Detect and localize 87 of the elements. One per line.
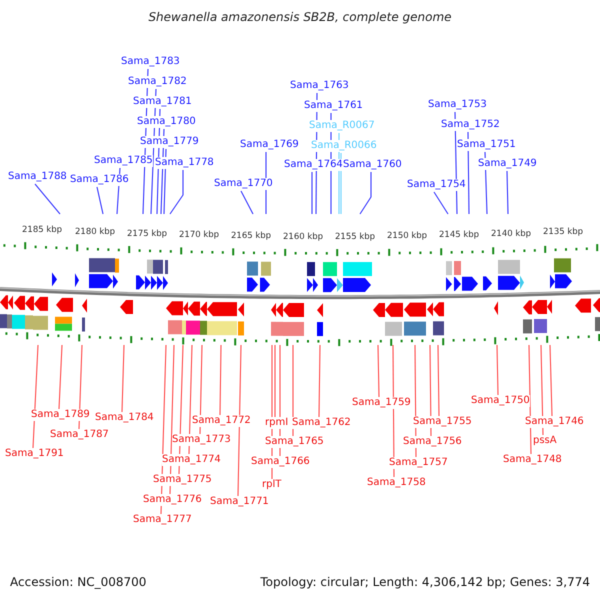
gene-label: Sama_1753	[428, 99, 487, 111]
scale-label: 2165 kbp	[231, 231, 272, 241]
gene-label: Sama_1779	[140, 136, 199, 148]
leader-line	[292, 345, 294, 436]
gene-label: Sama_R0067	[309, 120, 375, 132]
gene-label: pssA	[533, 435, 557, 447]
gene-label: Sama_1760	[343, 159, 402, 171]
scale-label: 2180 kbp	[75, 227, 116, 237]
leader-line	[34, 184, 60, 214]
leader-line	[318, 345, 321, 417]
leader-line	[360, 172, 372, 214]
leader-line	[240, 190, 254, 214]
gene-label: Sama_1758	[367, 477, 426, 489]
leader-line	[32, 344, 39, 448]
gene-label: Sama_1781	[133, 96, 192, 108]
leader-line	[540, 344, 544, 436]
leader-line	[311, 172, 313, 214]
leader-line	[188, 344, 193, 454]
gene-label: Sama_1784	[95, 412, 154, 424]
gene-label: Sama_1748	[503, 454, 562, 466]
scale-label: 2175 kbp	[127, 229, 168, 239]
scale-label: 2150 kbp	[387, 231, 428, 241]
genome-summary-text: Topology: circular; Length: 4,306,142 bp; Genes: 3,774	[260, 575, 590, 589]
gene-label: Sama_1759	[352, 397, 411, 409]
gene-label: Sama_1777	[133, 514, 192, 526]
leader-line	[199, 344, 203, 434]
gene-label: Sama_1787	[50, 429, 109, 441]
gene-label: Sama_1757	[389, 457, 448, 469]
gene-label: Sama_1788	[8, 171, 67, 183]
leader-line	[96, 186, 104, 214]
gene-label: Sama_1786	[70, 174, 129, 186]
gene-label: Sama_1763	[290, 80, 349, 92]
gene-label: Sama_1789	[31, 409, 90, 421]
leader-line	[496, 344, 499, 396]
leader-line	[121, 344, 125, 412]
leader-line	[429, 345, 432, 436]
leader-line	[170, 170, 184, 214]
gene-label: Sama_1762	[292, 417, 351, 429]
gene-label: Sama_1754	[407, 179, 466, 191]
gene-label: Sama_1773	[172, 434, 231, 446]
gene-label: Sama_1769	[240, 139, 299, 151]
leader-line	[528, 345, 532, 454]
diagram-title: Shewanella amazonensis SB2B, complete genome	[147, 10, 453, 24]
leader-line	[506, 170, 509, 214]
gene-label: Sama_1752	[441, 119, 500, 131]
gene-label: Sama_1764	[284, 159, 343, 171]
gene-label: Sama_1772	[192, 415, 251, 427]
gene-label: Sama_1776	[143, 494, 202, 506]
gene-label: Sama_1750	[471, 395, 530, 407]
leader-line	[434, 192, 448, 214]
gene-label: Sama_1765	[265, 436, 324, 448]
gene-label: Sama_1766	[251, 456, 310, 468]
gene-label: Sama_1780	[137, 116, 196, 128]
scale-label: 2140 kbp	[491, 229, 532, 239]
leader-line	[549, 344, 553, 416]
leader-line	[377, 344, 380, 398]
leader-line	[274, 345, 276, 417]
gene-label: Sama_1749	[478, 158, 537, 170]
gene-label: Sama_1751	[457, 139, 516, 151]
scale-label: 2155 kbp	[335, 232, 376, 242]
leader-line	[437, 345, 440, 416]
scale-label: 2170 kbp	[179, 230, 220, 240]
gene-label: Sama_R0066	[311, 140, 377, 152]
leader-line	[219, 345, 222, 415]
gene-label: Sama_1761	[304, 100, 363, 112]
gene-label: Sama_1791	[5, 448, 64, 460]
leader-line	[78, 344, 83, 430]
scale-label: 2135 kbp	[543, 227, 584, 237]
scale-label: 2145 kbp	[439, 230, 480, 240]
gene-label: Sama_1771	[210, 496, 269, 508]
gene-label: Sama_1755	[413, 416, 472, 428]
gene-label: Sama_1775	[153, 474, 212, 486]
scale-label: 2160 kbp	[283, 232, 324, 242]
leader-line	[237, 344, 242, 496]
gene-label: rpmI	[265, 417, 288, 429]
gene-label: Sama_1778	[155, 157, 214, 169]
leader-line	[58, 344, 63, 410]
gene-label: Sama_1782	[128, 76, 187, 88]
gene-label: Sama_1756	[403, 436, 462, 448]
accession-text: Accession: NC_008700	[10, 575, 146, 589]
gene-label: Sama_1774	[162, 454, 221, 466]
gene-label: Sama_1746	[525, 416, 584, 428]
scale-label: 2185 kbp	[22, 225, 62, 235]
gene-label: Sama_1785	[94, 155, 153, 167]
gene-label: Sama_1770	[214, 178, 273, 190]
gene-label: rplT	[262, 479, 282, 491]
gene-label: Sama_1783	[121, 56, 180, 68]
